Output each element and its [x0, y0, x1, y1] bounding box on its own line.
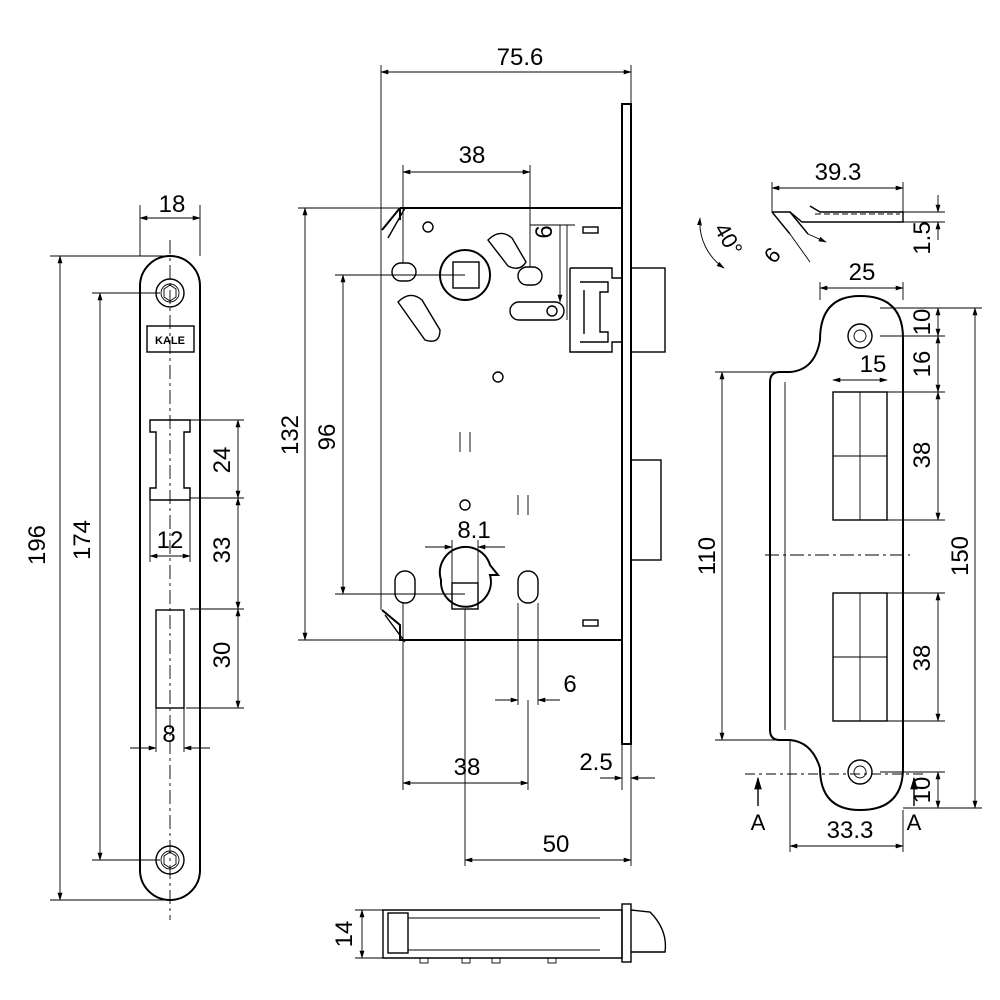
dim-strike-total-height: 150 [947, 536, 974, 576]
section-mark-right: A [907, 810, 922, 835]
dim-faceplate-hole-spacing: 174 [69, 520, 96, 560]
dim-follower-spacing-top: 38 [459, 142, 486, 169]
dim-latch-length: 39.3 [815, 159, 862, 186]
pin-lower [459, 499, 471, 511]
dim-strike-hole-top: 10 [909, 309, 936, 336]
dim-bolt-height: 30 [209, 642, 236, 669]
dim-latch-width: 12 [157, 527, 184, 554]
latch-detail: 39.3 40° 6 1.5 [696, 159, 945, 269]
dim-bottom-thickness: 14 [331, 921, 358, 948]
dim-backset: 50 [543, 831, 570, 858]
pin-center [492, 371, 504, 383]
cylinder-cam [438, 545, 501, 610]
faceplate-bolt-opening [155, 609, 185, 709]
dim-strike-hole-d: 15 [860, 351, 887, 378]
dim-strike-bottom-width: 33.3 [827, 817, 874, 844]
bottom-view-body [382, 909, 623, 959]
brand-logo [146, 325, 195, 353]
dim-latch-gap: 33 [209, 537, 236, 564]
lock-body-view: 75.6 38 6 132 96 8.1 6 [277, 44, 666, 866]
dim-latch-thickness: 6 [759, 242, 786, 267]
pin-top [422, 221, 434, 233]
dim-slot-bottom: 6 [563, 671, 576, 698]
strike-screw-bottom [847, 759, 873, 785]
dim-strike-offset-top: 16 [909, 351, 936, 378]
brand-logo-text: KALE [155, 335, 185, 347]
dim-faceplate-width: 18 [159, 191, 186, 218]
dim-body-height: 132 [277, 415, 304, 455]
bottom-view: 14 [331, 903, 667, 964]
section-mark-left: A [751, 810, 766, 835]
dim-plate-thickness: 2.5 [579, 749, 612, 776]
dim-strike-upper-cutout: 38 [909, 442, 936, 469]
deadbolt [630, 459, 662, 561]
dim-center-distance: 96 [314, 424, 341, 451]
dim-strike-hole-bottom: 10 [909, 777, 936, 804]
strike-screw-top [847, 323, 873, 349]
strike-plate-view: 25 10 16 15 38 38 110 150 10 [694, 259, 982, 852]
front-plate [621, 103, 632, 745]
dim-latch-plate: 1.5 [909, 221, 936, 254]
latch-tongue [569, 267, 622, 353]
dim-faceplate-length: 196 [24, 525, 51, 565]
dim-follower-spacing-bottom: 38 [454, 754, 481, 781]
latch-head [630, 267, 666, 353]
dim-strike-width: 25 [849, 259, 876, 286]
dim-body-depth: 75.6 [497, 44, 544, 71]
strike-plate-outline [769, 294, 904, 812]
dim-strike-cutout-span: 110 [694, 537, 721, 575]
dim-square: 8.1 [457, 517, 490, 544]
faceplate-view: KALE 18 196 174 24 33 30 12 [24, 191, 244, 920]
dim-latch-angle: 40° [709, 219, 747, 260]
dim-latch-height: 24 [209, 447, 236, 474]
dim-bolt-width: 8 [162, 721, 175, 748]
dim-strike-lower-cutout: 38 [909, 645, 936, 672]
lock-case-outline [381, 207, 623, 641]
dim-slot-top: 6 [531, 225, 558, 238]
